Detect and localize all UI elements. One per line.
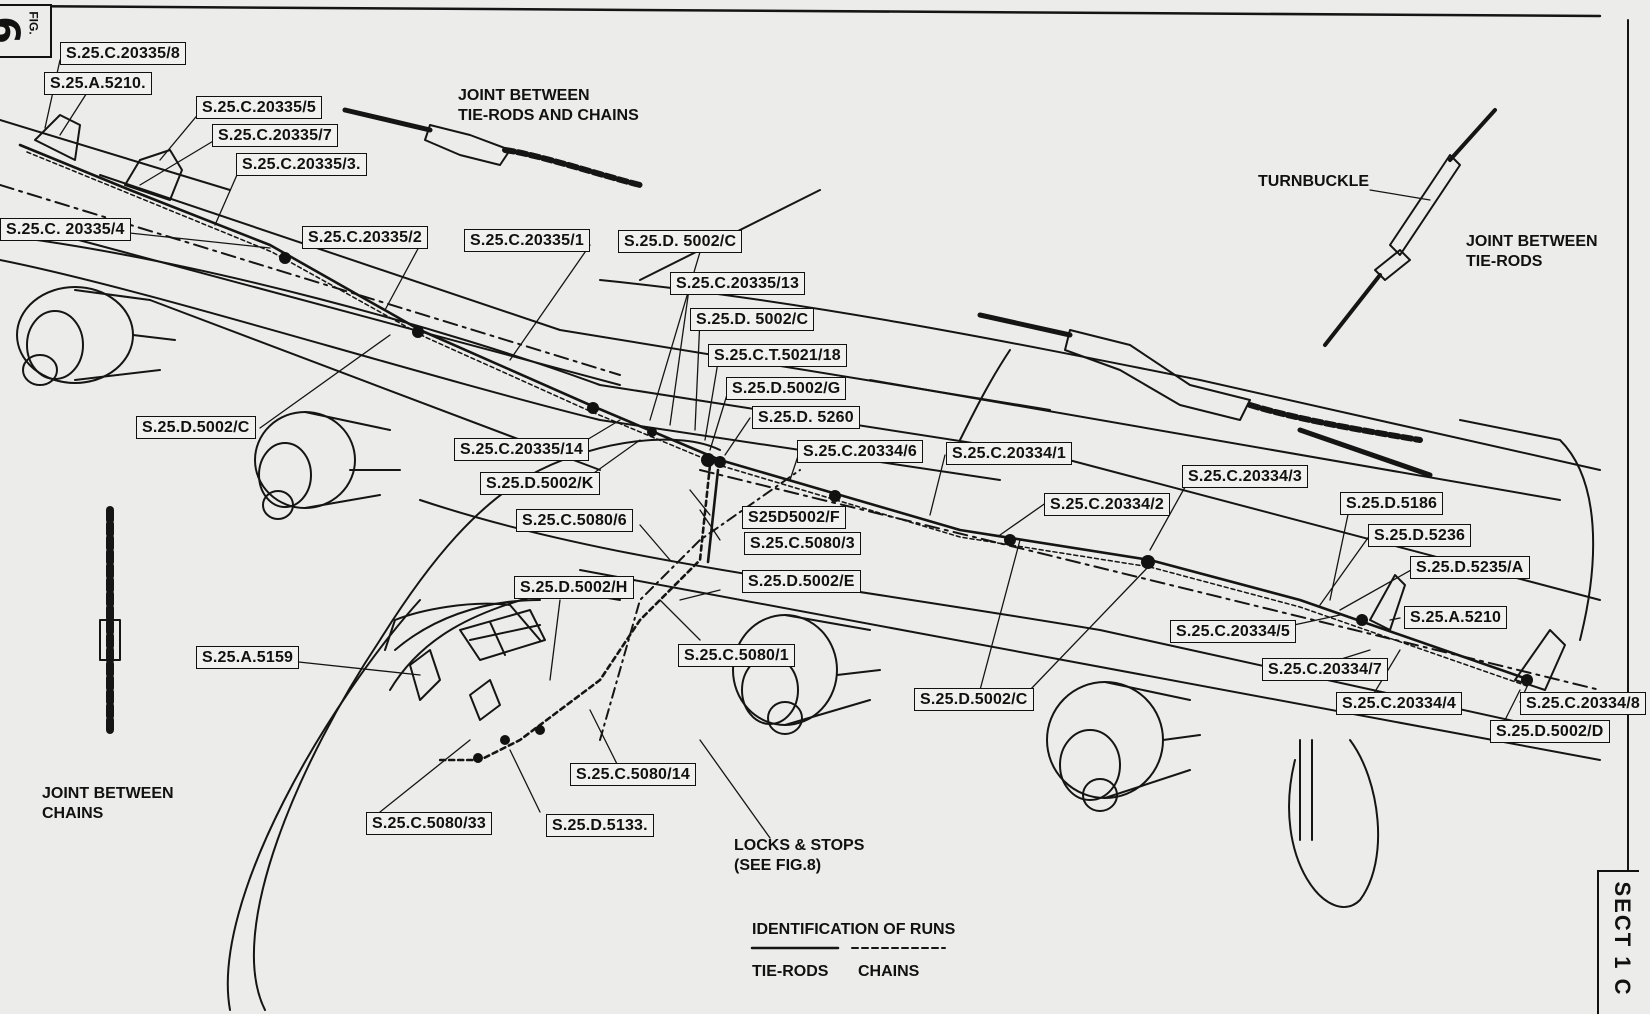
part-label: S.25.D.5235/A [1410, 556, 1530, 579]
part-label: S.25.C.20335/3. [236, 153, 367, 176]
part-label: S.25.D.5186 [1340, 492, 1444, 515]
part-label: S.25.D.5002/E [742, 570, 861, 593]
part-label: S.25.C.20334/4 [1336, 692, 1462, 715]
part-label: S.25.C.20335/2 [302, 226, 428, 249]
part-label: S.25.A.5210. [44, 72, 152, 95]
part-label: S.25.C.T.5021/18 [708, 344, 847, 367]
part-label: S.25.C.20334/1 [946, 442, 1072, 465]
part-label: S.25.C.20335/7 [212, 124, 338, 147]
part-label: S.25.C. 20335/4 [0, 218, 131, 241]
part-label: S.25.C.20335/5 [196, 96, 322, 119]
cockpit-outline [384, 602, 541, 651]
caption-joint-tierods-chains: JOINT BETWEEN TIE-RODS AND CHAINS [458, 87, 639, 124]
section-label: SECT 1 C [1610, 881, 1635, 997]
caption-tierods-key: TIE-RODS [752, 963, 829, 980]
part-label: S.25.D.5002/K [480, 472, 600, 495]
part-label: S.25.C.20334/3 [1182, 465, 1308, 488]
pulley-markers [279, 252, 1533, 763]
part-label: S.25.D.5002/H [514, 576, 634, 599]
fuselage-outline [252, 438, 721, 1011]
part-label: S.25.D.5236 [1368, 524, 1472, 547]
part-label: S.25.D.5002/D [1490, 720, 1610, 743]
part-label: S.25.D. 5002/C [618, 230, 743, 253]
part-label: S.25.D.5133. [546, 814, 654, 837]
part-label: S.25.D. 5260 [752, 406, 860, 429]
caption-locks-stops: LOCKS & STOPS (SEE FIG.8) [734, 837, 865, 874]
part-label: S.25.D.5002/C [914, 688, 1034, 711]
turnbuckle-detail [1323, 108, 1497, 347]
caption-chains-key: CHAINS [858, 963, 920, 980]
wing-leading-edge [0, 234, 1601, 601]
part-label: S.25.C.20334/5 [1170, 620, 1296, 643]
part-label: S.25.A.5159 [196, 646, 300, 669]
part-label: S.25.C.20334/8 [1520, 692, 1646, 715]
part-label: S.25.C.5080/14 [570, 763, 696, 786]
figure-number: 6 [0, 16, 28, 44]
joint-detail-tierods-chains [342, 107, 643, 188]
part-label: S.25.C.20335/8 [60, 42, 186, 65]
part-label: S.25.C.5080/3 [744, 532, 861, 555]
chain-joint-detail [99, 506, 121, 734]
caption-joint-tierods: JOINT BETWEEN TIE-RODS [1466, 233, 1598, 270]
caption-identification-of-runs: IDENTIFICATION OF RUNS [752, 921, 956, 938]
part-label: S.25.A.5210 [1404, 606, 1508, 629]
caption-turnbuckle: TURNBUCKLE [1258, 173, 1370, 190]
figure-tag: 6 FIG. [0, 4, 52, 58]
part-label: S.25.C.5080/33 [366, 812, 492, 835]
part-label: S.25.D.5002/C [136, 416, 256, 439]
figure-word: FIG. [26, 11, 41, 35]
part-label: S.25.D.5002/G [726, 377, 847, 400]
caption-joint-chains: JOINT BETWEEN CHAINS [42, 785, 174, 822]
part-label: S25D5002/F [742, 506, 846, 529]
part-label: S.25.C.20335/13 [670, 272, 806, 295]
part-label: S.25.C.20335/1 [464, 229, 590, 252]
part-label: S.25.C.5080/1 [678, 644, 795, 667]
part-label: S.25.C.20335/14 [454, 438, 590, 461]
part-label: S.25.C.20334/2 [1044, 493, 1170, 516]
section-tag: SECT 1 C [1597, 870, 1639, 1014]
engine-nacelles [16, 286, 1201, 812]
joint-detail-tierods-chains-2 [977, 312, 1433, 478]
part-label: S.25.D. 5002/C [690, 308, 815, 331]
part-label: S.25.C.20334/6 [797, 440, 923, 463]
part-label: S.25.C.20334/7 [1262, 658, 1388, 681]
part-label: S.25.C.5080/6 [516, 509, 633, 532]
